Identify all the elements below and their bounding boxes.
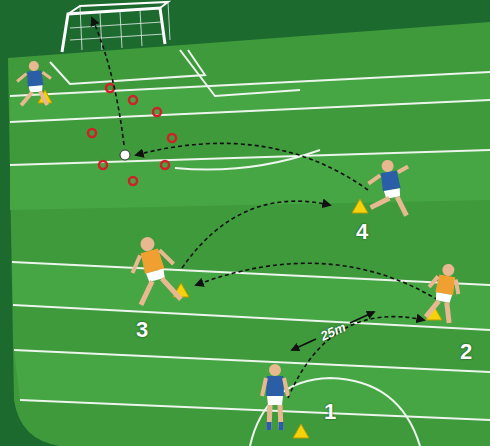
- cones: [38, 90, 442, 438]
- grass-stripes: [10, 72, 490, 420]
- distance-arrow: [292, 312, 374, 350]
- pitch-lines: [10, 50, 490, 446]
- pitch: [8, 22, 490, 446]
- goal-net: [62, 2, 170, 52]
- players: [15, 60, 463, 430]
- ball: [120, 150, 130, 160]
- marker-discs: [88, 84, 176, 185]
- callout-number: 4: [356, 221, 368, 243]
- callout-number: 1: [324, 401, 336, 423]
- pass-arrows: [92, 18, 438, 398]
- callout-number: 3: [136, 319, 148, 341]
- callout-number: 2: [460, 341, 472, 363]
